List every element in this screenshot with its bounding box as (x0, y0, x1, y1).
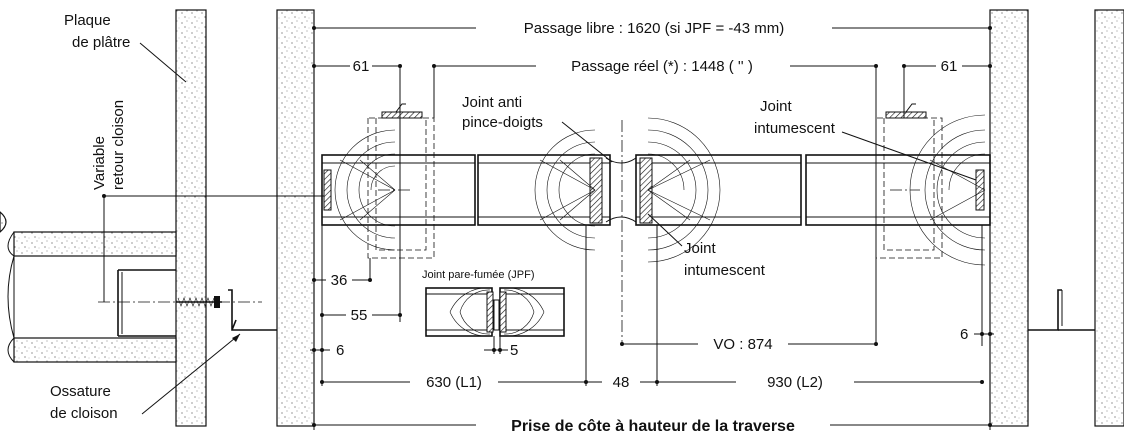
dim-61-left-label: 61 (353, 58, 370, 75)
right-partition (989, 9, 1124, 427)
dim-passage-reel: 61 61 Passage réel (*) : 1448 ( '' ) (312, 58, 992, 346)
dim-55: 55 (320, 307, 402, 324)
prise-cote-label: Prise de côte à hauteur de la traverse (511, 418, 795, 435)
joint-intum-top-label-1: Joint (760, 98, 793, 115)
dim-61-right-label: 61 (941, 58, 958, 75)
dim-6-left-label: 6 (336, 342, 344, 359)
dim-36: 36 (312, 272, 372, 289)
frame-dashed-left (367, 103, 435, 259)
door-leaf-center-right (635, 117, 802, 263)
passage-libre-label: Passage libre : 1620 (si JPF = -43 mm) (524, 20, 785, 37)
jpf-label: Joint pare-fumée (JPF) (422, 269, 534, 281)
callout-plaque: Plaque de plâtre (64, 12, 187, 83)
callout-joint-intum-top: Joint intumescent (754, 98, 977, 181)
variable-label-2: retour cloison (110, 100, 127, 190)
variable-label-1: Variable (91, 136, 108, 190)
dim-prise-cote: Prise de côte à hauteur de la traverse (312, 418, 992, 435)
ossature-label-1: Ossature (50, 383, 111, 400)
dim-6-left: 6 (310, 342, 344, 359)
dim-55-label: 55 (351, 307, 368, 324)
plaque-label-2: de plâtre (72, 34, 130, 51)
ossature-label-2: de cloison (50, 405, 118, 422)
joint-intum-mid-label-1: Joint (684, 240, 717, 257)
passage-reel-label: Passage réel (*) : 1448 ( '' ) (571, 58, 753, 75)
dim-6-right-label: 6 (960, 326, 968, 343)
vo-label: VO : 874 (713, 336, 772, 353)
callout-joint-intum-mid: Joint intumescent (647, 213, 766, 279)
left-partition (175, 9, 315, 427)
dim-6-right: 6 (960, 326, 994, 343)
joint-anti-label-1: Joint anti (462, 94, 522, 111)
dim-5-label: 5 (510, 342, 518, 359)
left-stud-wall (0, 194, 1095, 363)
dim-l1-l2: 630 (L1) 48 930 (L2) (320, 225, 984, 391)
anti-pinch-joint (605, 120, 637, 345)
callout-joint-anti: Joint anti pince-doigts (462, 94, 613, 163)
joint-intum-mid-label-2: intumescent (684, 262, 766, 279)
l2-label: 930 (L2) (767, 374, 823, 391)
joint-intum-top-label-2: intumescent (754, 120, 836, 137)
door-leaf-left (321, 129, 476, 251)
l1-label: 630 (L1) (426, 374, 482, 391)
plaque-label-1: Plaque (64, 12, 111, 29)
dim-vo: VO : 874 (620, 336, 878, 353)
dim-36-label: 36 (331, 272, 348, 289)
callout-variable: Variable retour cloison (91, 100, 127, 190)
jpf-detail: Joint pare-fumée (JPF) 5 (422, 269, 565, 359)
frame-dashed-right (875, 103, 943, 259)
dim-passage-libre: Passage libre : 1620 (si JPF = -43 mm) (312, 20, 992, 37)
door-leaf-center-left (477, 129, 611, 251)
callout-ossature: Ossature de cloison (50, 333, 241, 422)
door-leaf-right (805, 114, 991, 266)
d48-label: 48 (613, 374, 630, 391)
joint-anti-label-2: pince-doigts (462, 114, 543, 131)
